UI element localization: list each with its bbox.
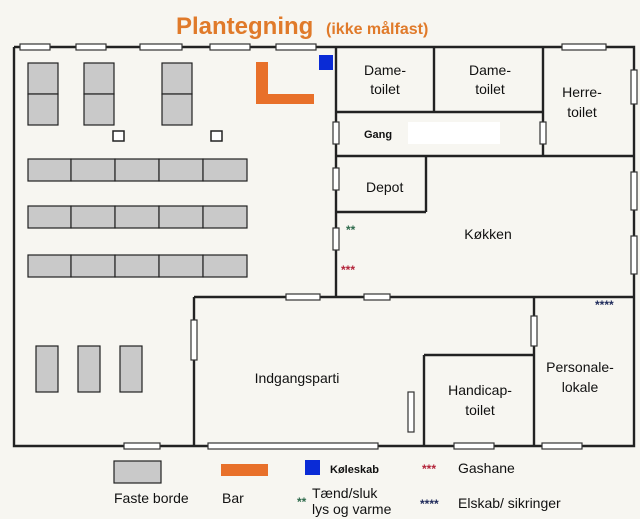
legend-fridge-swatch [305, 460, 320, 475]
room-herre-toilet-l2: toilet [567, 104, 597, 120]
room-dame-toilet-2-l2: toilet [475, 81, 505, 97]
legend-electrical-marker: **** [420, 497, 439, 511]
legend-bar-swatch [221, 464, 268, 476]
room-handicap-toilet-l2: toilet [465, 402, 495, 418]
legend-switch-line1: Tænd/sluk [312, 485, 378, 501]
room-handicap-toilet-l1: Handicap- [448, 382, 512, 398]
legend-gas-marker: *** [422, 462, 436, 476]
room-gang: Gang [364, 129, 392, 141]
room-kokken: Køkken [464, 226, 511, 242]
title-sub: (ikke målfast) [326, 20, 428, 38]
small-square [210, 130, 223, 142]
small-square [112, 130, 125, 142]
fridge [319, 55, 333, 70]
legend-fridge: Køleskab [330, 464, 379, 476]
marker-gas-tap: *** [341, 263, 355, 277]
plan-title: Plantegning (ikke målfast) [176, 13, 428, 40]
room-dame-toilet-1-l1: Dame- [364, 62, 406, 78]
legend-table-swatch [113, 460, 162, 484]
legend-bar: Bar [222, 490, 244, 506]
legend-electrical: Elskab/ sikringer [458, 495, 561, 511]
legend-switch-line2: lys og varme [312, 501, 392, 517]
room-personale-l1: Personale- [546, 359, 614, 375]
legend-gas: Gashane [458, 460, 515, 476]
room-dame-toilet-2-l1: Dame- [469, 62, 511, 78]
room-dame-toilet-1-l2: toilet [370, 81, 400, 97]
title-main: Plantegning [176, 13, 313, 40]
legend: Faste borde Bar Køleskab *** Gashane ** … [113, 460, 561, 517]
marker-electrical: **** [595, 298, 614, 312]
bar-counter [256, 62, 314, 104]
gang-whitebox [408, 122, 500, 144]
room-herre-toilet-l1: Herre- [562, 84, 602, 100]
marker-light-switch: ** [346, 223, 356, 237]
room-personale-l2: lokale [562, 379, 599, 395]
windows [19, 43, 638, 450]
legend-switch-marker: ** [297, 495, 307, 509]
legend-fixed-tables: Faste borde [114, 490, 189, 506]
fixed-tables [27, 62, 248, 393]
room-indgangsparti: Indgangsparti [255, 370, 340, 386]
room-depot: Depot [366, 179, 403, 195]
